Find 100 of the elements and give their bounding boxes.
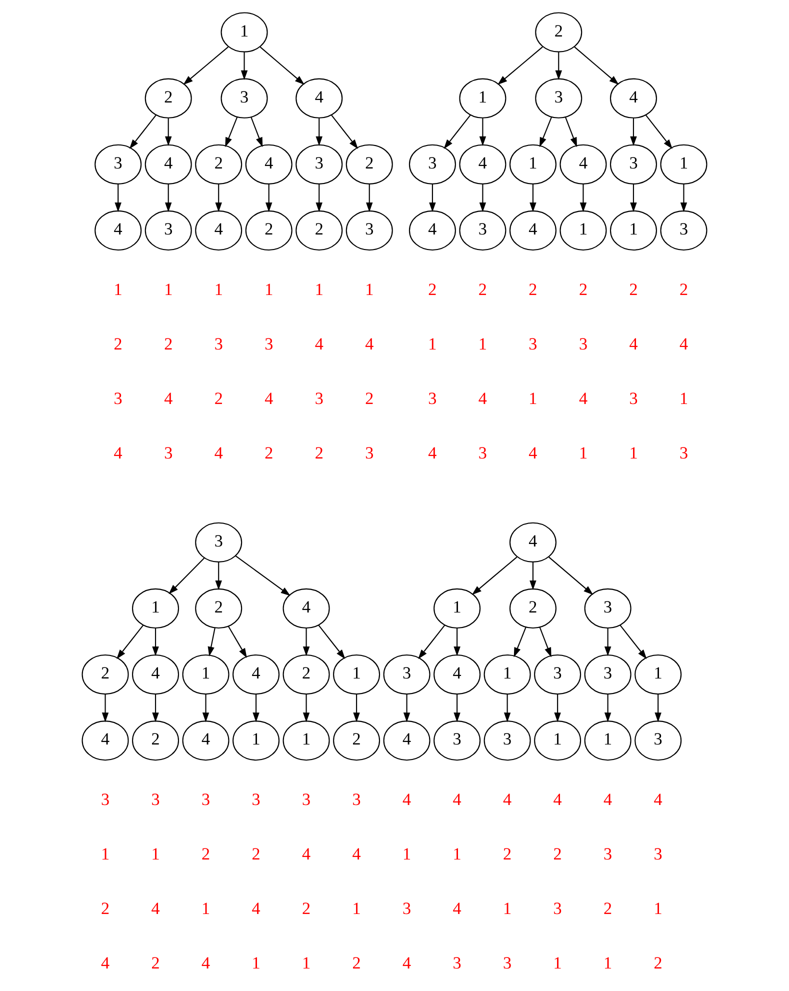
label: 1 (352, 898, 361, 918)
node-ellipse: 4 (560, 144, 607, 184)
label: 3 (654, 844, 662, 864)
node-ellipse: 4 (459, 144, 506, 184)
arrow (260, 46, 304, 85)
label: 1 (654, 898, 662, 918)
node-ellipse: 3 (434, 720, 481, 761)
label: 4 (503, 790, 512, 809)
node-ellipse: 1 (610, 210, 657, 251)
arrow (555, 52, 562, 80)
node-ellipse: 3 (220, 78, 268, 118)
arrow (472, 556, 518, 595)
label: 4 (151, 898, 160, 918)
label: 1 (151, 844, 160, 864)
label: 4 (252, 898, 260, 918)
label: 1 (252, 954, 260, 973)
node-ellipse: 2 (195, 144, 242, 184)
label: 2 (214, 388, 223, 408)
label: 4 (452, 898, 462, 918)
arrow (183, 46, 228, 85)
label: 1 (100, 844, 110, 864)
arrow (353, 694, 360, 722)
label: 1 (365, 280, 374, 299)
node-ellipse: 1 (333, 654, 380, 695)
label: 2 (578, 280, 588, 299)
label: 2 (553, 844, 562, 864)
node-ellipse: 3 (408, 144, 456, 184)
label: 3 (352, 790, 361, 809)
node-ellipse: 4 (245, 144, 292, 184)
label: 3 (314, 388, 324, 408)
label: 1 (402, 844, 412, 864)
label: 1 (302, 954, 311, 973)
label: 4 (302, 844, 311, 864)
arrow (479, 118, 486, 146)
label: 2 (314, 443, 324, 462)
arrow (164, 118, 172, 146)
arrow (228, 626, 247, 658)
label: 4 (478, 388, 487, 408)
node-ellipse: 4 (232, 654, 280, 695)
node-ellipse: 2 (82, 654, 129, 695)
node-ellipse: 4 (282, 588, 330, 629)
node-ellipse: 3 (660, 210, 708, 251)
node-ellipse: 3 (584, 588, 632, 629)
label: 2 (202, 844, 210, 864)
arrow (604, 628, 612, 656)
label: 4 (352, 844, 361, 864)
arrow (318, 625, 346, 660)
arrow (302, 628, 310, 656)
node-ellipse: 4 (94, 210, 142, 251)
node-ellipse: 2 (195, 588, 242, 629)
label: 3 (365, 443, 374, 462)
node-ellipse: 1 (459, 78, 506, 118)
label: 3 (402, 898, 412, 918)
node-ellipse: 1 (584, 720, 632, 761)
node-ellipse: 4 (195, 210, 242, 251)
label: 2 (654, 954, 662, 973)
arrow (479, 184, 486, 212)
arrow (331, 114, 358, 149)
label: 2 (151, 954, 160, 973)
node-ellipse: 4 (383, 720, 430, 761)
node-ellipse: 2 (144, 78, 192, 118)
label: 4 (604, 790, 612, 809)
arrow (444, 114, 471, 149)
label: 2 (503, 844, 512, 864)
label: 1 (478, 334, 487, 354)
node-ellipse: 1 (560, 210, 607, 251)
label: 2 (100, 898, 110, 918)
node-ellipse: 3 (610, 144, 657, 184)
arrow (604, 694, 612, 722)
arrow (250, 117, 263, 148)
arrow (266, 184, 272, 212)
arrow (152, 628, 159, 656)
node-ellipse: 3 (584, 654, 632, 695)
arrow (630, 118, 637, 146)
label: 2 (629, 280, 638, 299)
node-ellipse: 4 (408, 210, 456, 251)
arrow (129, 114, 156, 149)
node-ellipse: 1 (182, 654, 230, 695)
arrow (564, 117, 577, 148)
label: 4 (264, 388, 274, 408)
arrow (202, 694, 210, 722)
label: 4 (679, 334, 688, 354)
arrow (116, 625, 144, 660)
label: 3 (264, 334, 274, 354)
arrow (530, 184, 536, 212)
arrow (574, 46, 619, 85)
label: 4 (654, 790, 662, 809)
label: 3 (503, 954, 512, 973)
node-ellipse: 2 (509, 588, 556, 629)
node-ellipse: 4 (509, 522, 556, 562)
node-ellipse: 1 (220, 12, 268, 52)
label: 1 (553, 954, 562, 973)
label: 3 (528, 334, 538, 354)
label: 3 (604, 844, 612, 864)
node-ellipse: 2 (245, 210, 292, 251)
label: 2 (264, 443, 274, 462)
label: 4 (202, 954, 210, 973)
node-ellipse: 1 (232, 720, 280, 761)
label: 2 (302, 898, 311, 918)
arrow (654, 694, 662, 722)
